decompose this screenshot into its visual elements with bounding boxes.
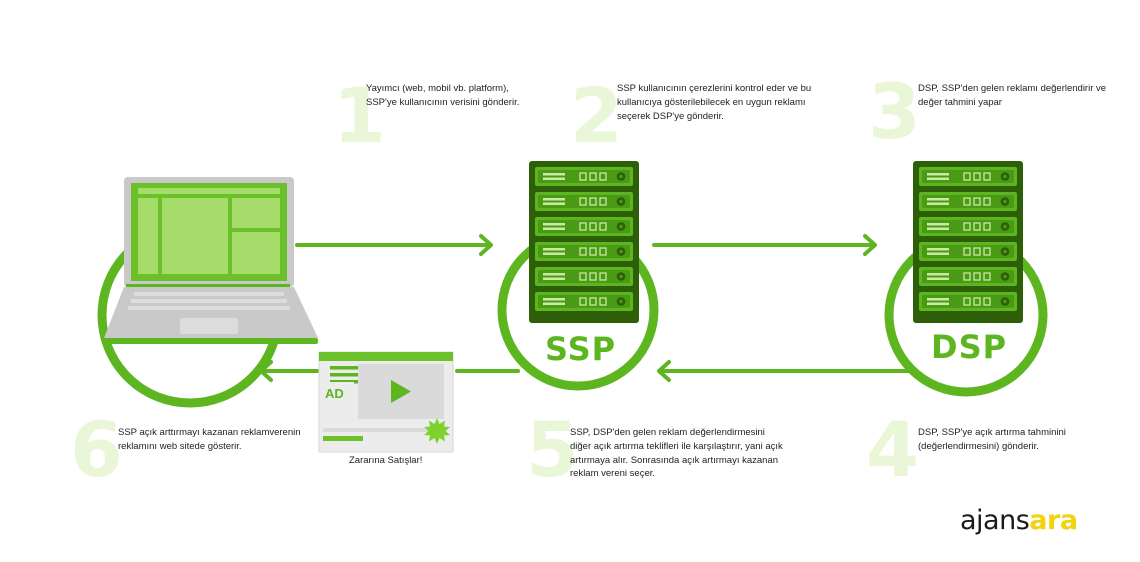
arrow-dsp-to-ssp — [657, 360, 912, 382]
arrow-publisher-to-ssp — [295, 234, 493, 256]
play-icon — [391, 380, 411, 403]
step-number-4: 4 — [866, 405, 919, 494]
step-text-3: DSP, SSP'den gelen reklamı değerlendirir… — [918, 83, 1107, 108]
step-number-3: 3 — [868, 67, 921, 156]
step-text-4: DSP, SSP'ye açık artırma tahminini (değe… — [918, 427, 1066, 452]
ad-badge: AD — [325, 386, 344, 401]
step-number-5: 5 — [526, 405, 579, 494]
step-number-1: 1 — [333, 71, 386, 160]
dsp-server-icon — [913, 161, 1023, 323]
step-text-1: Yayımcı (web, mobil vb. platform), SSP'y… — [366, 83, 520, 108]
arrow-ssp-to-dsp — [652, 234, 877, 256]
brand-part-2: ara — [1029, 505, 1078, 536]
burst-icon — [424, 418, 450, 444]
ssp-label: SSP — [545, 330, 617, 368]
brand-logo: ajansara — [960, 505, 1078, 536]
step-number-2: 2 — [570, 71, 623, 160]
ad-window-icon — [318, 351, 454, 453]
laptop-icon — [104, 177, 318, 344]
brand-part-1: ajans — [960, 505, 1030, 536]
step-text-6: SSP açık arttırmayı kazanan reklamvereni… — [118, 427, 301, 452]
dsp-label: DSP — [931, 328, 1008, 366]
step-text-2: SSP kullanıcının çerezlerini kontrol ede… — [617, 83, 812, 122]
ssp-server-icon — [529, 161, 639, 323]
step-text-5: SSP, DSP'den gelen reklam değerlendirmes… — [570, 427, 783, 480]
step-number-6: 6 — [70, 405, 123, 494]
ad-caption: Zararına Satışlar! — [349, 455, 423, 466]
arrow-ssp-to-publisher — [259, 360, 520, 382]
